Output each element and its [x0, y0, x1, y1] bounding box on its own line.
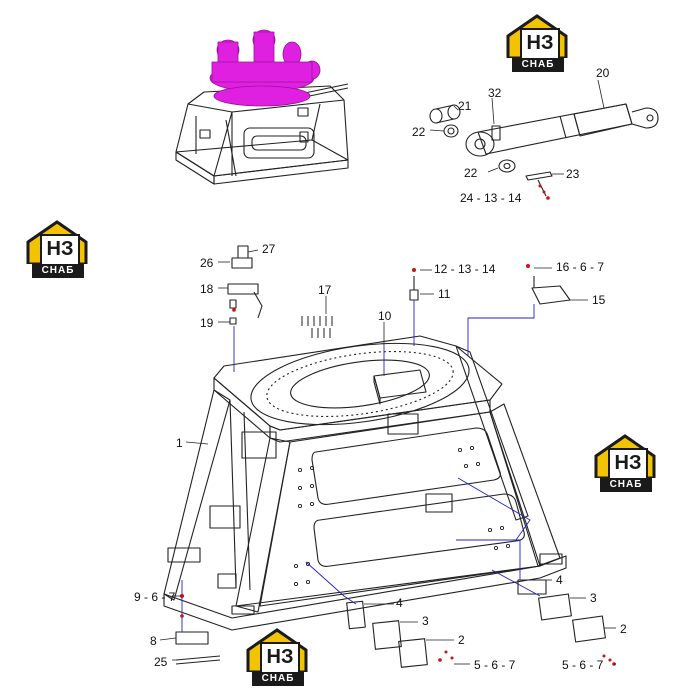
callout-4-right: 4 [556, 573, 563, 587]
callout-25: 25 [154, 655, 168, 669]
inset-highlight-mechanism [209, 29, 321, 107]
callout-5-6-7-right: 5 - 6 - 7 [562, 658, 604, 672]
callout-16-6-7: 16 - 6 - 7 [556, 260, 605, 274]
callout-22-upper: 22 [412, 125, 426, 139]
callout-4-left: 4 [396, 596, 403, 610]
main-stand-drawing [163, 335, 567, 631]
brand-logo-right: НЗ СНАБ [594, 434, 656, 494]
callout-5-6-7-left: 5 - 6 - 7 [474, 658, 516, 672]
callout-15: 15 [592, 293, 606, 307]
brand-logo-bottom: НЗ СНАБ [246, 628, 308, 688]
callout-20: 20 [596, 66, 610, 80]
callout-9-6-7: 9 - 6 - 7 [134, 590, 176, 604]
callout-10: 10 [378, 309, 392, 323]
callout-8: 8 [150, 634, 157, 648]
callout-18: 18 [200, 282, 214, 296]
callout-2-right: 2 [620, 622, 627, 636]
callout-22-lower: 22 [464, 166, 478, 180]
callout-3-left: 3 [422, 614, 429, 628]
callout-32: 32 [488, 86, 502, 100]
callout-3-right: 3 [590, 591, 597, 605]
callout-23: 23 [566, 167, 580, 181]
callout-12-13-14: 12 - 13 - 14 [434, 262, 496, 276]
brand-logo-left: НЗ СНАБ [26, 220, 88, 280]
callout-19: 19 [200, 316, 214, 330]
callout-1: 1 [176, 436, 183, 450]
callout-2-left: 2 [458, 633, 465, 647]
callout-27: 27 [262, 242, 276, 256]
callout-26: 26 [200, 256, 214, 270]
callout-11: 11 [438, 287, 451, 301]
inset-assembly-drawing [175, 83, 349, 185]
hydraulic-cylinder-drawing [429, 103, 659, 197]
guide-lines [181, 300, 541, 632]
callout-24-13-14: 24 - 13 - 14 [460, 191, 522, 205]
leader-lines [159, 79, 616, 665]
callout-21: 21 [458, 99, 472, 113]
brand-logo-top: НЗ СНАБ [506, 14, 568, 74]
fastener-markers [180, 184, 616, 666]
callout-17: 17 [318, 283, 332, 297]
